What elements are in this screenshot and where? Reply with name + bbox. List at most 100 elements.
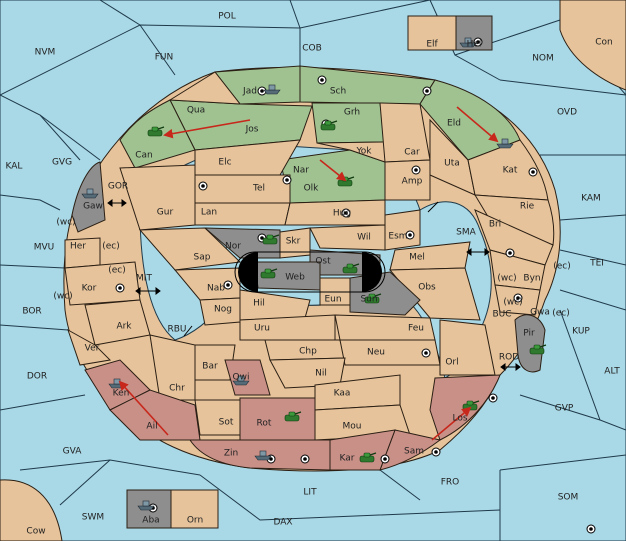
label-wc-gwa: (wc)	[503, 298, 522, 308]
label-mel: Mel	[409, 253, 425, 263]
label-web: Web	[285, 273, 305, 283]
label-sma: SMA	[456, 228, 476, 238]
label-ec-her: (ec)	[102, 242, 120, 252]
label-gvg: GVG	[52, 158, 72, 168]
label-zin: Zin	[224, 449, 238, 459]
label-rbu: RBU	[167, 325, 186, 335]
province-pir[interactable]	[514, 314, 546, 373]
label-gvp: GVP	[555, 404, 574, 414]
label-nor: Nor	[225, 242, 241, 252]
province-ail[interactable]	[109, 389, 201, 441]
label-kal: KAL	[6, 162, 23, 172]
label-gur: Gur	[157, 208, 174, 218]
label-bar: Bar	[202, 362, 218, 372]
passage-markers	[107, 199, 521, 371]
label-kam: KAM	[581, 194, 601, 204]
label-pol: POL	[218, 12, 236, 22]
label-rie: Rie	[520, 202, 535, 212]
island-orn	[170, 489, 219, 529]
label-sam: Sam	[404, 447, 424, 457]
label-chp: Chp	[299, 347, 317, 357]
label-uru: Uru	[254, 324, 270, 334]
label-rot: Rot	[257, 419, 272, 429]
label-buc: BUC	[492, 310, 511, 320]
label-elf: Elf	[426, 40, 438, 50]
label-kat: Kat	[503, 166, 518, 176]
label-wc-kor: (wc)	[53, 292, 72, 302]
label-kar: Kar	[340, 454, 355, 464]
province-qwi[interactable]	[224, 359, 271, 396]
order-arrows	[118, 106, 499, 441]
province-wil[interactable]	[309, 224, 386, 251]
label-kaa: Kaa	[334, 389, 351, 399]
label-lan: Lan	[201, 208, 217, 218]
label-yok: Yok	[355, 147, 372, 157]
label-ark: Ark	[116, 322, 132, 332]
label-sun: Sun	[360, 295, 377, 305]
label-jos: Jos	[245, 125, 259, 135]
supply-centers	[115, 37, 596, 534]
label-skr: Skr	[286, 237, 301, 247]
label-mou: Mou	[343, 422, 362, 432]
label-bor: BOR	[22, 307, 41, 317]
label-uta: Uta	[444, 159, 460, 169]
label-mit: MIT	[136, 274, 152, 284]
province-rot[interactable]	[239, 397, 316, 441]
label-hel: Hel	[467, 40, 482, 50]
label-eld: Eld	[447, 119, 461, 129]
label-jad: Jad	[242, 87, 257, 97]
label-hil: Hil	[253, 299, 265, 309]
label-som: SOM	[558, 493, 579, 503]
province-kar[interactable]	[329, 429, 396, 471]
label-feu: Feu	[408, 324, 424, 334]
central-capsule	[234, 251, 386, 293]
label-mvu: MVU	[34, 243, 55, 253]
island-elf	[407, 15, 457, 51]
label-gva: GVA	[63, 447, 83, 457]
label-wil: Wil	[357, 233, 371, 243]
label-tei: TEI	[589, 259, 604, 269]
label-nvm: NVM	[35, 48, 56, 58]
label-elc: Elc	[218, 158, 231, 168]
province-esm[interactable]	[384, 209, 421, 251]
label-qwi: Qwi	[233, 373, 250, 383]
label-nar: Nar	[293, 166, 309, 176]
capsule-left	[238, 252, 258, 292]
label-ail: Ail	[146, 422, 157, 432]
province-kor[interactable]	[64, 261, 141, 306]
label-obs: Obs	[418, 283, 436, 293]
province-qua[interactable]	[168, 71, 242, 105]
label-hug: Hug	[333, 209, 351, 219]
label-chr: Chr	[169, 384, 185, 394]
label-grh: Grh	[344, 108, 360, 118]
province-tel[interactable]	[194, 174, 291, 204]
label-aba: Aba	[142, 516, 159, 526]
label-pir: Pir	[523, 329, 535, 339]
label-ken: Ken	[113, 389, 130, 399]
label-her: Her	[70, 242, 86, 252]
label-ec-byn: (ec)	[553, 262, 571, 272]
label-esm: Esm	[388, 232, 407, 242]
label-ovd: OVD	[557, 108, 577, 118]
label-wc-her: (wc)	[56, 218, 75, 228]
label-sap: Sap	[194, 253, 211, 263]
label-ec-kor: (ec)	[108, 266, 126, 276]
label-tel: Tel	[252, 184, 265, 194]
label-gwa: Gwa	[530, 308, 550, 318]
province-ver[interactable]	[67, 328, 112, 366]
label-nom: NOM	[532, 54, 554, 64]
province-olk[interactable]	[279, 149, 386, 204]
label-qua: Qua	[187, 106, 205, 116]
label-dax: DAX	[273, 518, 292, 528]
province-sap[interactable]	[138, 227, 242, 271]
label-nab: Nab	[207, 284, 225, 294]
label-amp: Amp	[402, 177, 423, 187]
label-ec-gwa: (ec)	[552, 309, 570, 319]
label-car: Car	[404, 148, 420, 158]
label-dor: DOR	[27, 372, 47, 382]
label-orl: Orl	[445, 358, 458, 368]
label-bri: Bri	[489, 220, 501, 230]
label-orn: Orn	[187, 516, 203, 526]
province-sam[interactable]	[379, 429, 442, 471]
